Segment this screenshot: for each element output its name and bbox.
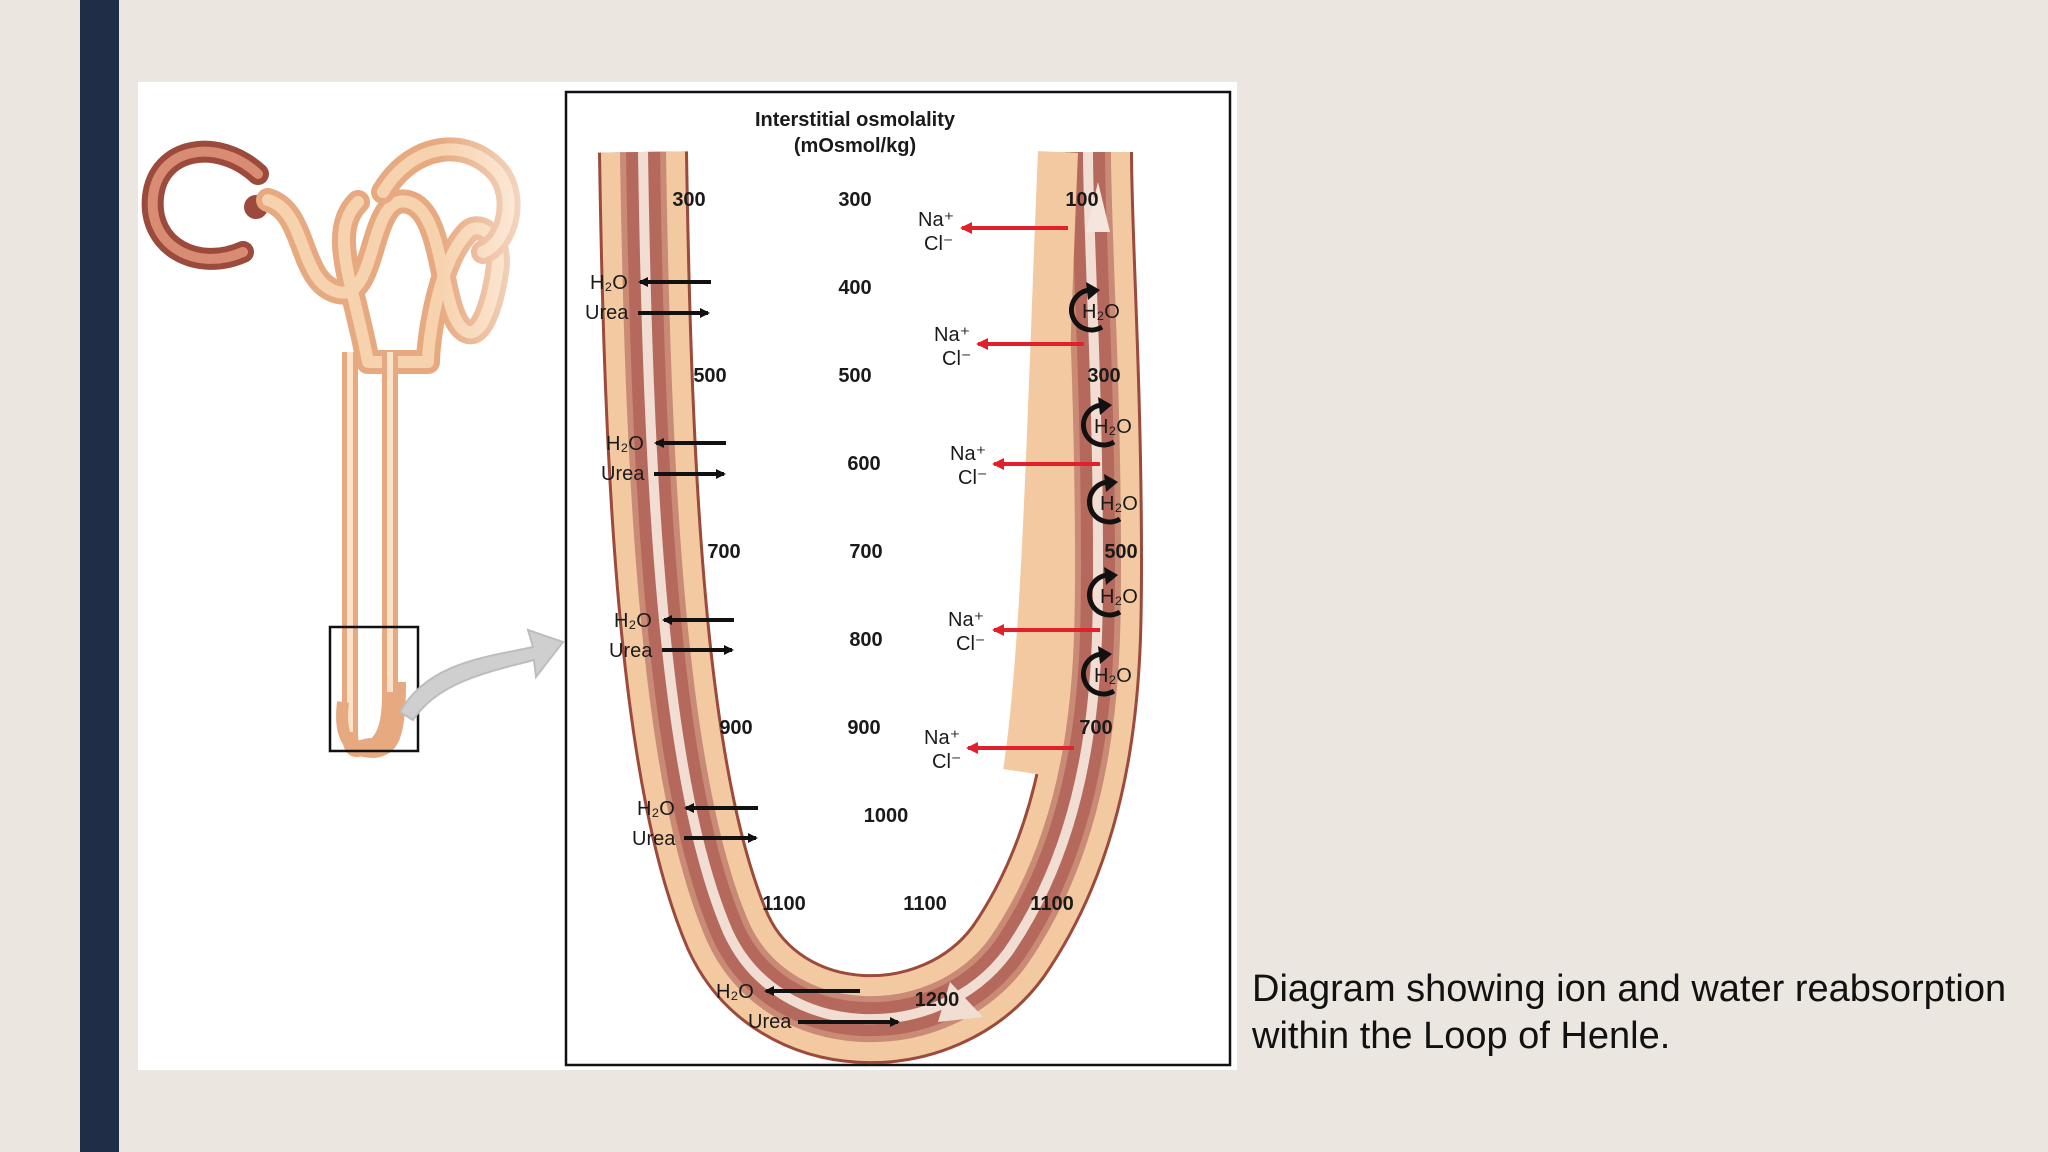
urea-label: Urea	[585, 302, 629, 324]
loop-of-henle-diagram: Interstitial osmolality (mOsmol/kg) 300 …	[141, 90, 1232, 1067]
urea-label: Urea	[601, 463, 645, 485]
sodium-label: Na⁺	[924, 727, 960, 749]
chloride-label: Cl⁻	[958, 467, 987, 489]
sodium-label: Na⁺	[918, 209, 954, 231]
descending-value: 1100	[762, 893, 805, 915]
interstitial-value: 500	[838, 365, 871, 387]
ascending-value: 500	[1104, 541, 1137, 563]
interstitial-value: 400	[838, 277, 871, 299]
interstitial-title-line1: Interstitial osmolality	[755, 109, 956, 131]
urea-label: Urea	[609, 640, 653, 662]
loop-tubule	[598, 151, 1144, 1065]
h2o-label: H₂O	[606, 433, 644, 455]
curved-h2o-arrow: H₂O H₂O H₂O H₂O H₂O	[1071, 282, 1138, 694]
h2o-label: H₂O	[1094, 416, 1132, 438]
slide-caption: Diagram showing ion and water reabsorpti…	[1252, 966, 2032, 1060]
caption-line-2: within the Loop of Henle.	[1252, 1015, 1671, 1057]
h2o-label: H₂O	[590, 272, 628, 294]
h2o-label: H₂O	[1094, 665, 1132, 687]
sodium-label: Na⁺	[934, 324, 970, 346]
ascending-value: 300	[1087, 365, 1120, 387]
chloride-label: Cl⁻	[924, 233, 953, 255]
h2o-label: H₂O	[1082, 301, 1120, 323]
descending-value: 900	[719, 717, 752, 739]
interstitial-value: 1000	[864, 805, 909, 827]
interstitial-value: 900	[847, 717, 880, 739]
interstitial-value: 800	[849, 629, 882, 651]
descending-value: 500	[693, 365, 726, 387]
ascending-value: 100	[1065, 189, 1098, 211]
chloride-label: Cl⁻	[956, 633, 985, 655]
h2o-label: H₂O	[716, 981, 754, 1003]
chloride-label: Cl⁻	[942, 348, 971, 370]
interstitial-title-line2: (mOsmol/kg)	[794, 135, 916, 157]
descending-value: 700	[707, 541, 740, 563]
sodium-label: Na⁺	[950, 443, 986, 465]
interstitial-value: 1100	[903, 893, 946, 915]
interstitial-value: 600	[847, 453, 880, 475]
ascending-ion-transport: Na⁺ Cl⁻ Na⁺ Cl⁻ Na⁺ Cl⁻ Na⁺ Cl⁻ Na⁺ Cl⁻	[918, 209, 1100, 773]
h2o-label: H₂O	[1100, 586, 1138, 608]
h2o-label: H₂O	[1100, 493, 1138, 515]
interstitial-value: 700	[849, 541, 882, 563]
zoom-arrow	[398, 628, 565, 722]
slide-accent-bar	[80, 0, 119, 1152]
descending-exchange: H₂O Urea H₂O Urea H₂O Urea H₂O Urea H₂O …	[585, 272, 900, 1033]
sodium-label: Na⁺	[948, 609, 984, 631]
loop-of-henle-figure: Interstitial osmolality (mOsmol/kg) 300 …	[138, 82, 1237, 1070]
interstitial-value: 1200	[915, 989, 960, 1011]
h2o-label: H₂O	[637, 798, 675, 820]
interstitial-value: 300	[838, 189, 871, 211]
ascending-value: 700	[1079, 717, 1112, 739]
urea-label: Urea	[748, 1011, 792, 1033]
descending-value: 300	[672, 189, 705, 211]
urea-label: Urea	[632, 828, 676, 850]
ascending-value: 1100	[1030, 893, 1073, 915]
caption-line-1: Diagram showing ion and water reabsorpti…	[1252, 968, 2007, 1010]
h2o-label: H₂O	[614, 610, 652, 632]
chloride-label: Cl⁻	[932, 751, 961, 773]
